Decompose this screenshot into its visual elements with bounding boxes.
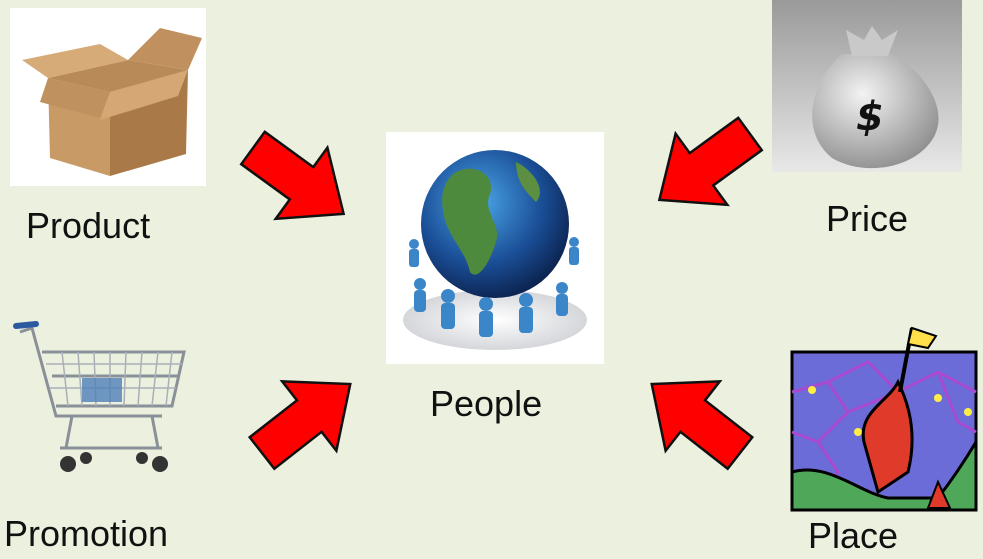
arrow-place-to-people bbox=[625, 349, 767, 487]
arrow-promotion-to-people bbox=[235, 349, 377, 487]
arrow-price-to-people bbox=[634, 98, 776, 235]
arrow-product-to-people bbox=[227, 112, 369, 249]
